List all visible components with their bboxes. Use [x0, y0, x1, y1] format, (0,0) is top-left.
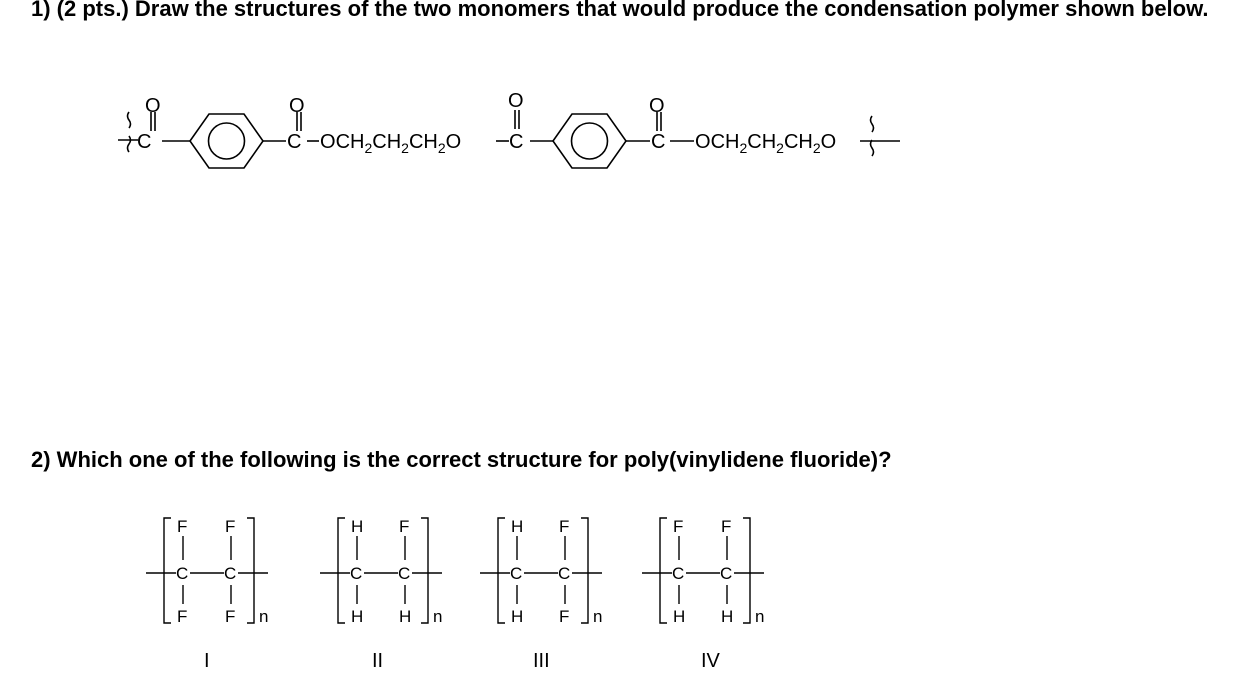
option-ii-subscript: n [433, 607, 442, 626]
option-i-top-left-atom: F [177, 517, 187, 536]
carbonyl-oxygen-3: O [508, 90, 524, 112]
option-iv-right-carbon: C [720, 564, 732, 583]
polyester-structure: O C O C OCH2CH2CH2O O C O C OCH2CH2CH2O [118, 90, 900, 169]
carbonyl-oxygen-2: O [289, 95, 305, 117]
option-i-subscript: n [259, 607, 268, 626]
carbonyl-carbon-1: C [137, 131, 151, 153]
option-iv-bottom-right-atom: H [721, 607, 733, 626]
option-ii-left-carbon: C [350, 564, 362, 583]
question-2-text: 2) Which one of the following is the cor… [31, 447, 892, 472]
option-iv-top-left-atom: F [673, 517, 683, 536]
ester-linker-2: OCH2CH2CH2O [695, 131, 836, 156]
option-i-right-carbon: C [224, 564, 236, 583]
option-i-label: I [204, 650, 210, 672]
option-iii-left-carbon: C [510, 564, 522, 583]
option-ii-right-carbon: C [398, 564, 410, 583]
carbonyl-carbon-2: C [287, 131, 301, 153]
option-iii-right-carbon: C [558, 564, 570, 583]
option-iv-structure: F F C C H H n [642, 517, 764, 626]
option-iii-structure: H F C C H F n [480, 517, 602, 626]
option-ii-top-left-atom: H [351, 517, 363, 536]
benzene-ring-2 [552, 113, 627, 169]
option-ii-bottom-right-atom: H [399, 607, 411, 626]
option-iv-label: IV [701, 650, 720, 672]
option-iii-bottom-right-atom: F [559, 607, 569, 626]
option-ii-label: II [372, 650, 384, 672]
carbonyl-carbon-4: C [651, 131, 665, 153]
option-iv-left-carbon: C [672, 564, 684, 583]
ester-linker-1: OCH2CH2CH2O [320, 131, 461, 156]
option-iv-top-right-atom: F [721, 517, 731, 536]
carbonyl-carbon-3: C [509, 131, 523, 153]
carbonyl-oxygen-4: O [649, 95, 665, 117]
left-chain-break [118, 111, 138, 153]
option-i-bottom-left-atom: F [177, 607, 187, 626]
option-i-structure: F F C C F F n [146, 517, 268, 626]
option-iv-bottom-left-atom: H [673, 607, 685, 626]
option-iii-label: III [533, 650, 550, 672]
carbonyl-oxygen-1: O [145, 95, 161, 117]
option-ii-structure: H F C C H H n [320, 517, 442, 626]
option-ii-bottom-left-atom: H [351, 607, 363, 626]
option-i-bottom-right-atom: F [225, 607, 235, 626]
option-iii-bottom-left-atom: H [511, 607, 523, 626]
option-iii-subscript: n [593, 607, 602, 626]
benzene-ring-1 [189, 113, 264, 169]
right-chain-break [860, 115, 900, 157]
option-iv-subscript: n [755, 607, 764, 626]
question-1-text: 1) (2 pts.) Draw the structures of the t… [31, 0, 1209, 21]
option-iii-top-left-atom: H [511, 517, 523, 536]
option-iii-top-right-atom: F [559, 517, 569, 536]
option-i-top-right-atom: F [225, 517, 235, 536]
option-i-left-carbon: C [176, 564, 188, 583]
option-ii-top-right-atom: F [399, 517, 409, 536]
